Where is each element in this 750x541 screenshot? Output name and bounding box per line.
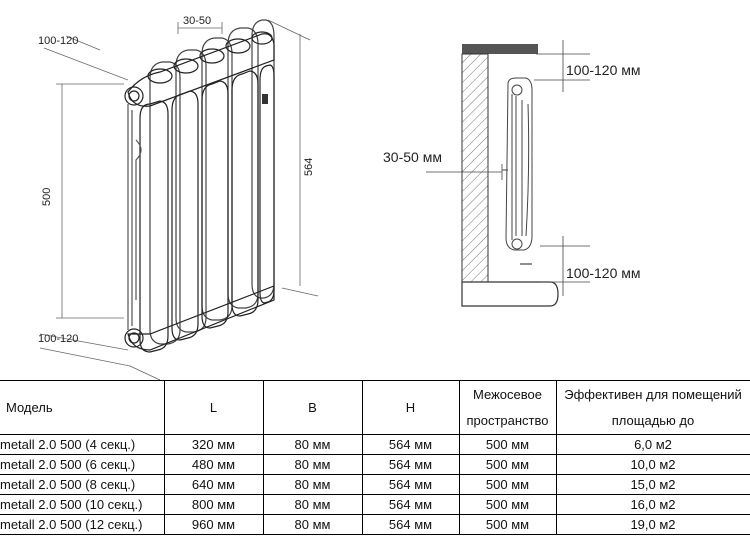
header-h: H [361, 380, 460, 435]
cell-model: metall 2.0 500 (6 секц.) [0, 454, 165, 475]
dim-top-gap: 100-120 [38, 35, 78, 47]
iso-dimension-lines [39, 19, 319, 380]
cell-spacing: 500 мм [458, 454, 557, 475]
cell-l: 480 мм [163, 454, 264, 475]
side-view: 100-120 мм 30-50 мм 100-120 мм [383, 40, 641, 307]
radiator-side-profile [127, 104, 142, 330]
cell-h: 564 мм [361, 514, 460, 535]
dim-height-left: 500 [41, 188, 53, 206]
cell-b: 80 мм [262, 474, 363, 495]
side-wall-gap: 30-50 мм [383, 149, 442, 165]
cell-area: 10,0 м2 [555, 454, 750, 475]
cell-model: metall 2.0 500 (12 секц.) [0, 514, 165, 535]
cell-model: metall 2.0 500 (10 секц.) [0, 494, 165, 515]
dim-bottom-gap: 100-120 [38, 333, 78, 345]
cell-spacing: 500 мм [458, 494, 557, 515]
cell-area: 16,0 м2 [555, 494, 750, 515]
cell-b: 80 мм [262, 494, 363, 515]
cell-h: 564 мм [361, 434, 460, 455]
table-header-row: Модель L B H Межосевое пространство Эффе… [0, 380, 750, 435]
header-b: B [262, 380, 363, 435]
cell-model: metall 2.0 500 (8 секц.) [0, 474, 165, 495]
side-top-gap: 100-120 мм [566, 62, 641, 78]
header-l: L [163, 380, 264, 435]
header-area-line2: площадью до [611, 412, 695, 428]
cell-area: 19,0 м2 [555, 514, 750, 535]
window-sill [462, 44, 538, 54]
bottom-pipe-end [124, 328, 144, 348]
table-row: metall 2.0 500 (4 секц.) 320 мм 80 мм 56… [0, 434, 750, 455]
side-floor-gap: 100-120 мм [566, 265, 641, 281]
table-row: metall 2.0 500 (12 секц.) 960 мм 80 мм 5… [0, 514, 750, 535]
table-row: metall 2.0 500 (6 секц.) 480 мм 80 мм 56… [0, 454, 750, 475]
cell-h: 564 мм [361, 494, 460, 515]
top-caps [147, 31, 273, 84]
dim-top-depth: 30-50 [183, 15, 211, 27]
cell-area: 15,0 м2 [555, 474, 750, 495]
cell-l: 800 мм [163, 494, 264, 515]
cell-b: 80 мм [262, 514, 363, 535]
header-area: Эффективен для помещений площадью до [555, 380, 750, 435]
spec-table: Модель L B H Межосевое пространство Эффе… [0, 380, 750, 535]
side-dimension-lines [426, 40, 590, 296]
table-row: metall 2.0 500 (10 секц.) 800 мм 80 мм 5… [0, 494, 750, 515]
cell-spacing: 500 мм [458, 474, 557, 495]
header-area-line1: Эффективен для помещений [564, 386, 742, 402]
isometric-radiator [124, 19, 275, 353]
floor [461, 281, 559, 307]
cell-b: 80 мм [262, 454, 363, 475]
cell-spacing: 500 мм [458, 514, 557, 535]
dim-height-right: 564 [303, 158, 315, 176]
cell-l: 640 мм [163, 474, 264, 495]
cell-h: 564 мм [361, 474, 460, 495]
cell-model: metall 2.0 500 (4 секц.) [0, 434, 165, 455]
header-spacing: Межосевое пространство [458, 380, 557, 435]
side-radiator [502, 77, 533, 265]
cell-l: 320 мм [163, 434, 264, 455]
top-pipe-end [124, 86, 144, 106]
brand-badge [262, 94, 268, 104]
radiator-front-fins [139, 64, 275, 353]
cell-h: 564 мм [361, 454, 460, 475]
wall-hatched [461, 53, 489, 283]
header-spacing-line1: Межосевое [473, 386, 542, 402]
header-spacing-line2: пространство [466, 412, 549, 428]
radiator-drawing: 30-50 100-120 500 564 100-120 [38, 15, 641, 380]
table-row: metall 2.0 500 (8 секц.) 640 мм 80 мм 56… [0, 474, 750, 495]
cell-area: 6,0 м2 [555, 434, 750, 455]
cell-spacing: 500 мм [458, 434, 557, 455]
cell-b: 80 мм [262, 434, 363, 455]
cell-l: 960 мм [163, 514, 264, 535]
header-model: Модель [0, 380, 165, 435]
